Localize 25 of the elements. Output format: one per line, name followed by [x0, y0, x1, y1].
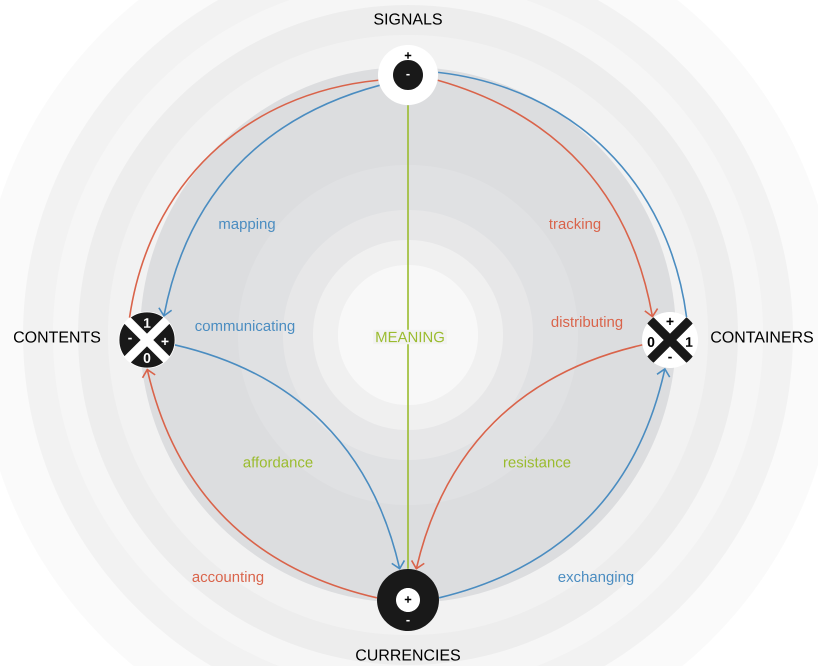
arrow	[142, 368, 378, 599]
node-label: 1	[144, 318, 151, 328]
node-title: CONTAINERS	[711, 331, 813, 343]
edge-label: mapping	[219, 218, 275, 232]
diagram-label: resistance	[504, 456, 570, 468]
node-label: 0	[648, 337, 654, 347]
node-label: -	[128, 338, 132, 340]
arrow	[410, 344, 642, 570]
diagram-label: affordance	[243, 456, 312, 468]
edge-label: tracking	[549, 218, 600, 232]
arrow	[438, 368, 670, 599]
node-label: 1	[686, 337, 692, 347]
edge-label: accounting	[192, 571, 264, 585]
node-label: +	[666, 318, 674, 325]
edge-label: MEANING	[373, 330, 447, 344]
node-title: SIGNALS	[374, 13, 442, 25]
node-label: +	[162, 338, 169, 345]
arrow	[174, 344, 406, 570]
node-title: CURRENCIES	[356, 649, 460, 661]
edge-label: communicating	[195, 320, 294, 334]
node-label: 0	[144, 353, 150, 363]
edge-label: exchanging	[558, 571, 634, 585]
node-title: CONTENTS	[14, 331, 100, 343]
node-label: -	[668, 356, 672, 358]
edge-label: distributing	[552, 316, 622, 330]
